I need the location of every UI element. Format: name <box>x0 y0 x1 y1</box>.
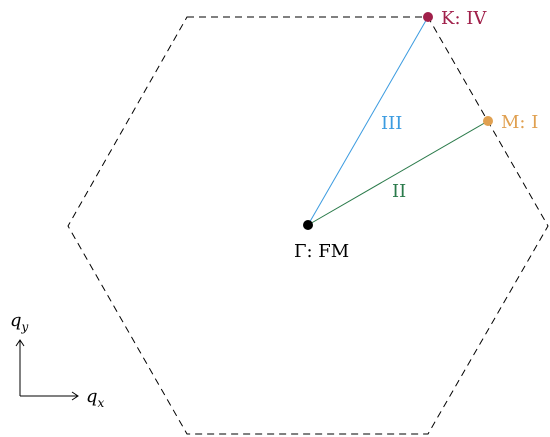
m-point <box>483 116 493 126</box>
qx-arrowhead <box>71 391 79 401</box>
path-ii-label: II <box>392 181 406 202</box>
qy-label-sub: y <box>21 320 29 334</box>
path-iii-label: III <box>381 113 402 134</box>
path-gamma-m <box>307 120 489 226</box>
qx-label-sub: x <box>98 396 105 410</box>
k-label: K: IV <box>441 8 487 29</box>
path-gamma-k <box>307 16 429 226</box>
k-point <box>423 12 433 22</box>
qy-arrowhead <box>15 339 25 347</box>
gamma-point <box>303 220 313 230</box>
qx-label-main: q <box>86 386 98 407</box>
qy-label-main: q <box>10 310 22 331</box>
qy-label: qy <box>10 310 29 334</box>
gamma-label: Γ: FM <box>294 241 349 262</box>
m-label: M: I <box>501 112 538 133</box>
qx-label: qx <box>86 386 105 410</box>
